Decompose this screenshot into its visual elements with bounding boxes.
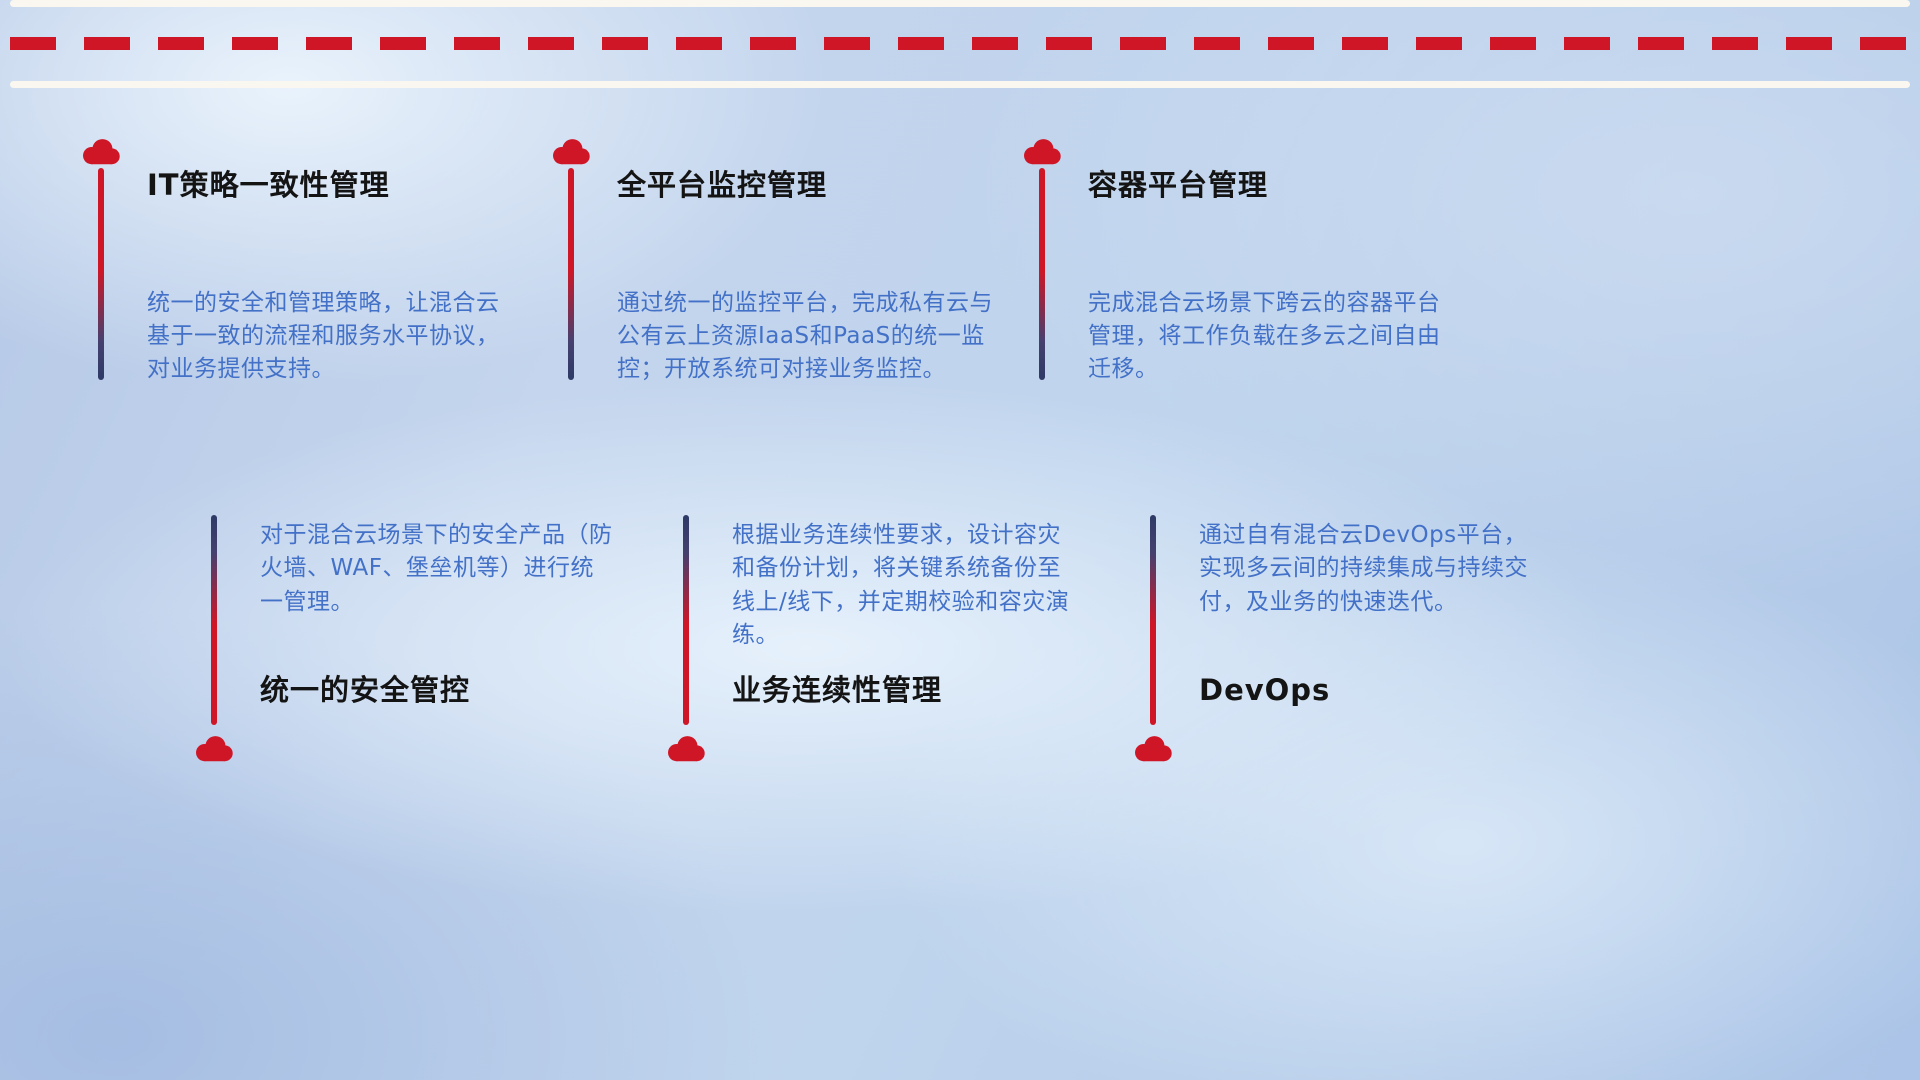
item-title: IT策略一致性管理 (147, 168, 390, 202)
timeline-item-it-policy: IT策略一致性管理 统一的安全和管理策略，让混合云基于一致的流程和服务水平协议，… (77, 136, 507, 387)
item-stem-column (190, 515, 238, 765)
item-description: 根据业务连续性要求，设计容灾和备份计划，将关键系统备份至线上/线下，并定期校验和… (732, 522, 1070, 649)
item-description: 通过自有混合云DevOps平台，实现多云间的持续集成与持续交付，及业务的快速迭代… (1199, 522, 1528, 615)
item-description: 完成混合云场景下跨云的容器平台管理，将工作负载在多云之间自由迁移。 (1088, 289, 1441, 383)
item-connector-line (1150, 515, 1156, 725)
timeline-item-devops: 通过自有混合云DevOps平台，实现多云间的持续集成与持续交付，及业务的快速迭代… (1129, 515, 1534, 765)
item-connector-line (1039, 168, 1045, 380)
item-title: DevOps (1199, 673, 1331, 707)
cloud-icon (553, 139, 590, 165)
item-stem-column (547, 136, 595, 387)
cloud-icon (1135, 736, 1172, 762)
item-stem-column (1018, 136, 1066, 387)
cloud-icon (196, 736, 233, 762)
road-dashed-red-line (10, 37, 1910, 50)
road-bottom-white-line (10, 81, 1910, 88)
item-stem-column (1129, 515, 1177, 765)
road-top-white-line (10, 0, 1910, 7)
timeline-item-business-continuity: 根据业务连续性要求，设计容灾和备份计划，将关键系统备份至线上/线下，并定期校验和… (662, 515, 1082, 765)
item-description: 通过统一的监控平台，完成私有云与公有云上资源IaaS和PaaS的统一监控；开放系… (617, 289, 993, 383)
timeline-item-security-control: 对于混合云场景下的安全产品（防火墙、WAF、堡垒机等）进行统一管理。 统一的安全… (190, 515, 615, 765)
item-stem-column (77, 136, 125, 387)
timeline-item-container-platform: 容器平台管理 完成混合云场景下跨云的容器平台管理，将工作负载在多云之间自由迁移。 (1018, 136, 1443, 387)
item-description: 统一的安全和管理策略，让混合云基于一致的流程和服务水平协议，对业务提供支持。 (147, 289, 500, 383)
cloud-icon (1024, 139, 1061, 165)
item-connector-line (683, 515, 689, 725)
item-stem-column (662, 515, 710, 765)
item-connector-line (568, 168, 574, 380)
road (0, 0, 1920, 96)
item-title: 容器平台管理 (1088, 168, 1269, 202)
item-description: 对于混合云场景下的安全产品（防火墙、WAF、堡垒机等）进行统一管理。 (260, 522, 613, 615)
item-title: 统一的安全管控 (260, 673, 471, 707)
item-title: 全平台监控管理 (617, 168, 828, 202)
cloud-icon (668, 736, 705, 762)
item-title: 业务连续性管理 (732, 673, 943, 707)
timeline-item-monitoring: 全平台监控管理 通过统一的监控平台，完成私有云与公有云上资源IaaS和PaaS的… (547, 136, 1007, 387)
item-connector-line (98, 168, 104, 380)
cloud-icon (83, 139, 120, 165)
item-connector-line (211, 515, 217, 725)
